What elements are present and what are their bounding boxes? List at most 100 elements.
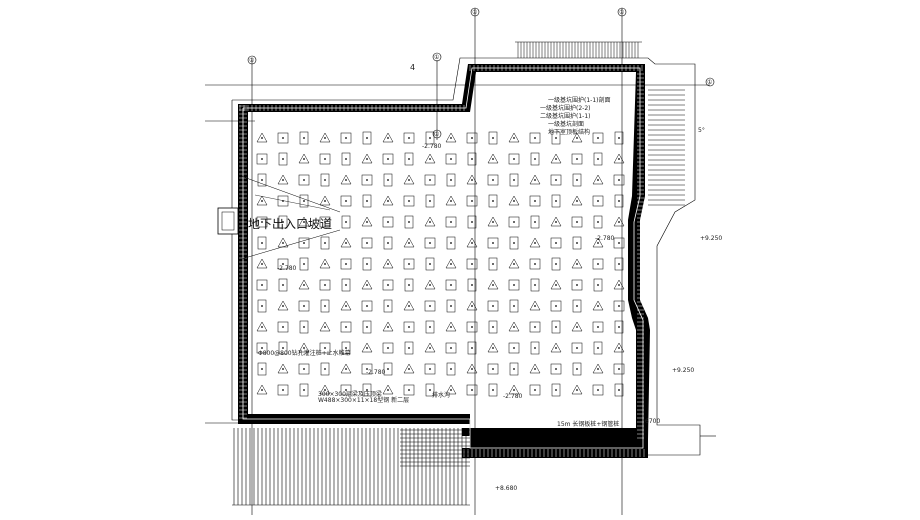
pile-dot: [408, 179, 410, 181]
elevation-marks: -2.780 -2.780 -2.780 -2.780 -2.780 +9.25…: [277, 143, 722, 492]
pile-dot: [345, 284, 347, 286]
pile-cap: [382, 195, 394, 206]
pile-cap: [425, 131, 435, 145]
pile-cap: [320, 362, 330, 376]
pile-dot: [408, 368, 410, 370]
pile-cap: [487, 279, 499, 290]
annotations: Φ800@800钻孔灌注桩+止水帷幕 300×300冠梁及压顶梁 W488×30…: [258, 127, 705, 428]
pile-cap: [319, 258, 331, 269]
pile-dot: [261, 137, 263, 139]
pile-cap: [256, 153, 268, 165]
pile-cap: [424, 216, 436, 227]
pile-cap: [277, 195, 289, 207]
pile-dot: [597, 284, 599, 286]
pile-dot: [597, 200, 599, 202]
pile-dot: [597, 326, 599, 328]
pile-cap: [340, 321, 352, 333]
pile-dot: [576, 242, 578, 244]
pile-dot: [282, 368, 284, 370]
pile-dot: [324, 263, 326, 265]
pile-dot: [471, 347, 473, 349]
pile-dot: [261, 347, 263, 349]
pile-dot: [555, 284, 557, 286]
pile-dot: [429, 305, 431, 307]
pile-cap: [445, 279, 457, 291]
pile-cap: [257, 299, 267, 313]
pile-dot: [555, 368, 557, 370]
pile-dot: [576, 158, 578, 160]
pile-dot: [492, 347, 494, 349]
pile-cap: [403, 363, 415, 374]
pile-dot: [387, 200, 389, 202]
pile-cap: [446, 236, 456, 250]
pile-cap: [382, 153, 394, 165]
pile-cap: [550, 216, 562, 227]
pile-dot: [429, 284, 431, 286]
pile-dot: [282, 158, 284, 160]
pile-dot: [513, 179, 515, 181]
pile-dot: [450, 242, 452, 244]
pile-dot: [450, 389, 452, 391]
pile-dot: [324, 284, 326, 286]
pile-cap: [277, 258, 289, 270]
pile-cap: [529, 258, 541, 270]
pile-dot: [534, 200, 536, 202]
pile-cap: [278, 278, 288, 292]
pile-dot: [576, 326, 578, 328]
pile-dot: [555, 242, 557, 244]
pile-dot: [345, 158, 347, 160]
axis-bubble-left: ①: [247, 55, 257, 65]
pile-cap: [319, 384, 331, 395]
pile-cap: [572, 299, 582, 313]
pile-cap: [487, 174, 499, 186]
pile-dot: [345, 368, 347, 370]
pile-cap: [320, 173, 330, 187]
pile-cap: [593, 215, 603, 229]
pile-dot: [492, 326, 494, 328]
pile-cap: [593, 341, 603, 355]
pile-dot: [534, 158, 536, 160]
pile-cap: [361, 216, 373, 227]
pile-dot: [282, 221, 284, 223]
pile-dot: [555, 326, 557, 328]
pile-cap: [403, 132, 415, 144]
pile-dot: [555, 347, 557, 349]
pile-dot: [429, 221, 431, 223]
pile-dot: [471, 221, 473, 223]
pile-dot: [450, 179, 452, 181]
dimension-right: 6700: [645, 418, 660, 425]
pile-dot: [555, 137, 557, 139]
pile-cap: [361, 174, 373, 186]
pile-dot: [534, 221, 536, 223]
pile-dot: [408, 242, 410, 244]
note-steel: W488×300×11×18型钢 新二层: [318, 396, 409, 404]
pile-dot: [282, 305, 284, 307]
pile-cap: [319, 216, 331, 228]
ramp-label: 地下出入口坡道: [248, 217, 332, 231]
pile-dot: [597, 221, 599, 223]
pile-cap: [382, 321, 394, 332]
pile-dot: [576, 137, 578, 139]
pile-dot: [261, 389, 263, 391]
pile-dot: [429, 347, 431, 349]
pile-cap: [572, 236, 582, 250]
pile-cap: [592, 384, 604, 396]
pile-dot: [618, 368, 620, 370]
pile-cap: [278, 341, 288, 355]
pile-dot: [576, 368, 578, 370]
dimension-top: 5°: [698, 127, 705, 134]
pile-cap: [592, 363, 604, 374]
pile-dot: [408, 389, 410, 391]
pile-dot: [303, 263, 305, 265]
pile-cap: [383, 362, 393, 376]
pile-cap: [467, 215, 477, 229]
pile-cap: [256, 321, 268, 332]
pile-cap: [341, 341, 351, 355]
pile-dot: [387, 326, 389, 328]
pile-dot: [324, 200, 326, 202]
pile-dot: [534, 263, 536, 265]
pile-cap: [403, 321, 415, 333]
pile-cap: [487, 300, 499, 312]
pile-cap: [424, 174, 436, 186]
pile-cap: [445, 153, 457, 165]
